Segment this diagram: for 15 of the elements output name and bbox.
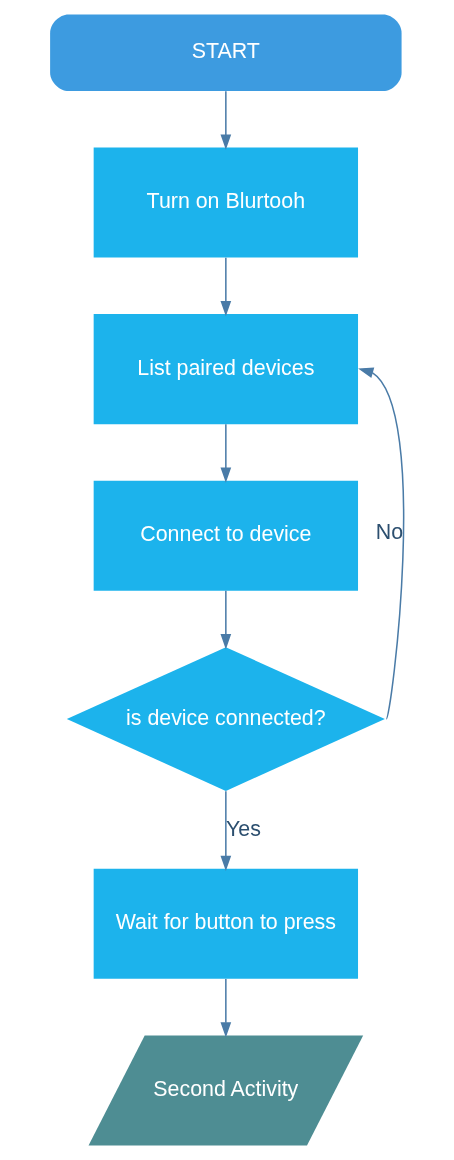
node-box: List paired devices [93,314,359,425]
arrow [220,590,232,650]
node-box: Turn on Blurtooh [93,147,359,258]
arrow [358,367,405,720]
node-box: Connect to device [93,480,359,591]
arrow [220,423,232,483]
arrow [220,978,232,1038]
edge-label: No [375,520,404,545]
arrow [220,90,232,150]
node-diamond: is device connected? [66,647,385,791]
arrow [220,256,232,317]
arrow [220,790,232,871]
edge-label: Yes [225,816,261,841]
node-box: Wait for button to press [93,868,359,979]
node-box: START [50,14,402,91]
